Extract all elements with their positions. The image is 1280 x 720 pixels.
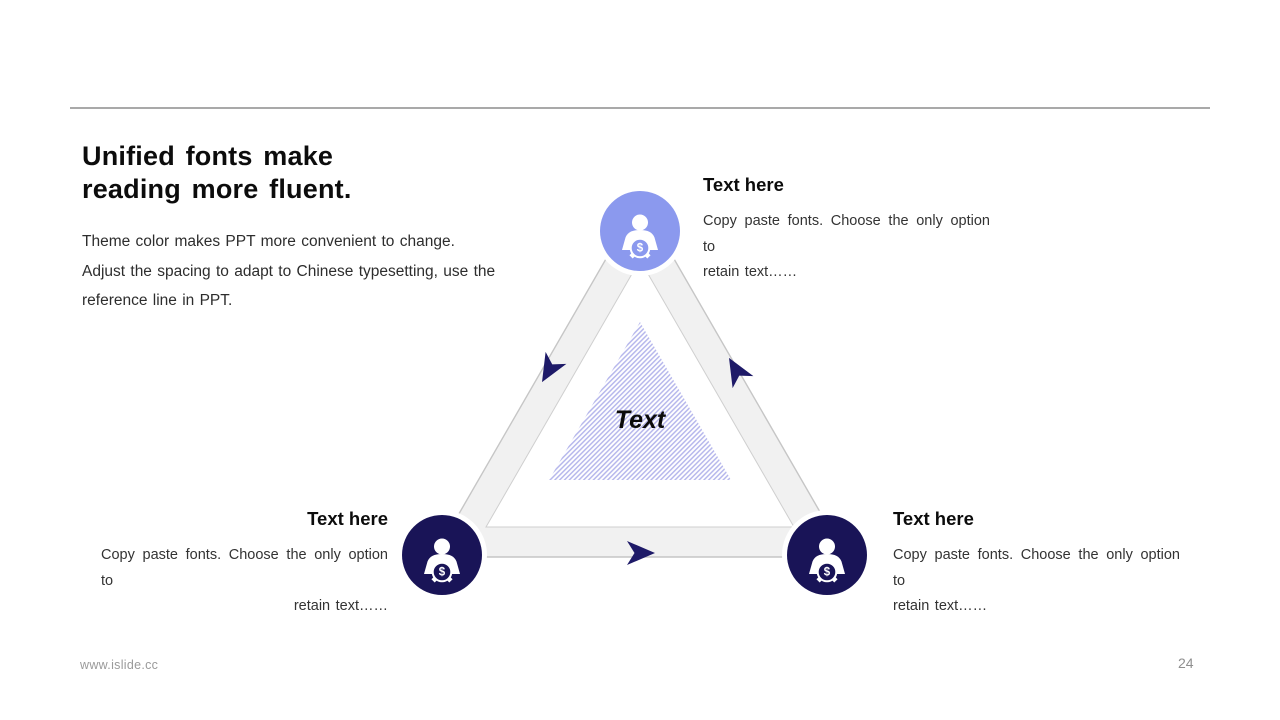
node-bottom-left: [397, 510, 487, 600]
callout-heading: Text here: [703, 174, 784, 195]
callout-body-line: Copy paste fonts. Choose the only option…: [703, 213, 990, 255]
callout-body-line: retain text……: [293, 598, 388, 614]
slide-description: Theme color makes PPT more convenient to…: [82, 227, 495, 316]
callout-body-line: Copy paste fonts. Choose the only option…: [101, 547, 388, 589]
footer-website: www.islide.cc: [80, 658, 159, 672]
callout-bottom-right: Text here Copy paste fonts. Choose the o…: [893, 508, 1180, 620]
callout-top-right: Text here Copy paste fonts. Choose the o…: [703, 174, 990, 286]
callout-bottom-left: Text here Copy paste fonts. Choose the o…: [101, 508, 388, 620]
description-line: Adjust the spacing to adapt to Chinese t…: [82, 262, 496, 280]
node-top: [595, 186, 685, 276]
callout-heading: Text here: [893, 508, 974, 529]
center-label: Text: [615, 406, 667, 434]
header-divider-line: [70, 107, 1210, 109]
callout-body-line: Copy paste fonts. Choose the only option…: [893, 547, 1180, 589]
description-line: Theme color makes PPT more convenient to…: [82, 233, 455, 250]
slide-title-line1: Unified fonts make: [82, 141, 334, 171]
node-bottom-right: [782, 510, 872, 600]
slide-title: Unified fonts make reading more fluent.: [82, 140, 352, 206]
hatched-center-triangle: [549, 322, 731, 480]
description-line: reference line in PPT.: [82, 292, 233, 309]
slide-title-line2: reading more fluent.: [82, 174, 352, 204]
page-number: 24: [1178, 655, 1194, 671]
callout-body-line: retain text……: [893, 598, 988, 614]
callout-heading: Text here: [307, 508, 388, 529]
callout-body-line: retain text……: [703, 264, 798, 280]
